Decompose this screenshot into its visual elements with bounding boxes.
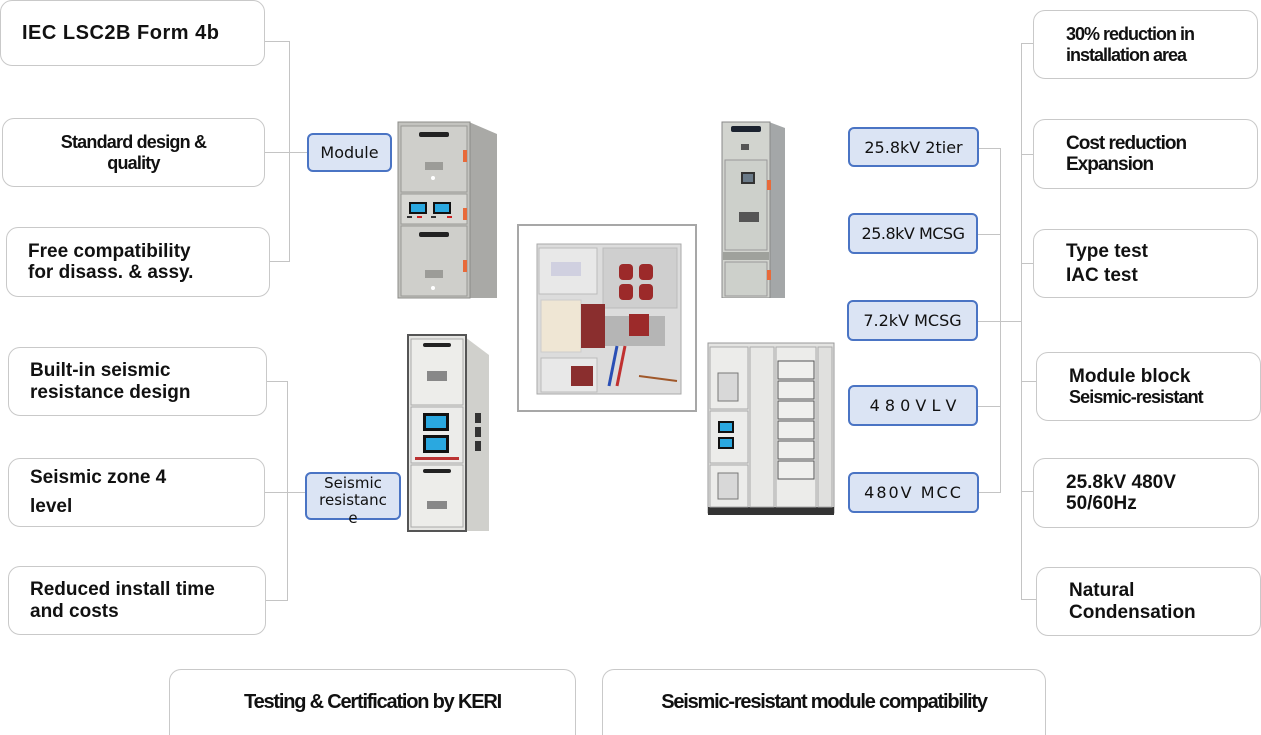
connector-line [1021, 263, 1034, 264]
feature-text: Condensation [1069, 601, 1196, 623]
connector-line [1021, 43, 1034, 44]
connector-line [266, 600, 288, 601]
connector-line [270, 261, 290, 262]
feature-text: Natural [1069, 580, 1135, 602]
product-tag-25-8kv-2tier: 25.8kV 2tier [848, 127, 979, 167]
connector-line [267, 381, 288, 382]
product-label: 25.8kV MCSG [861, 224, 965, 243]
product-tag-7-2kv-mcsg: 7.2kV MCSG [847, 300, 978, 341]
connector-line [287, 381, 288, 601]
connector-line [1021, 599, 1037, 600]
connector-line [1000, 148, 1001, 493]
feature-text: Standard design & [60, 132, 207, 153]
category-label-line: resistanc [319, 491, 387, 510]
feature-box-natural-condensation: Natural Condensation [1036, 567, 1261, 636]
feature-box-seismic-zone: Seismic zone 4 level [8, 458, 265, 527]
product-tag-25-8kv-mcsg: 25.8kV MCSG [848, 213, 978, 254]
feature-text: Expansion [1066, 154, 1154, 175]
feature-text: resistance design [30, 381, 191, 403]
feature-text: Built-in seismic [30, 360, 171, 382]
feature-box-standard-design: Standard design & quality [2, 118, 265, 187]
bottom-label-text: Testing & Certification by KERI [244, 691, 502, 714]
feature-box-type-test: Type test IAC test [1033, 229, 1258, 298]
mcsg-panel-image [721, 120, 787, 298]
feature-text: Seismic zone 4 [30, 467, 167, 488]
seismic-switchgear-image [405, 333, 491, 533]
feature-text: IAC test [1066, 264, 1138, 286]
feature-box-built-in-seismic: Built-in seismic resistance design [8, 347, 267, 416]
feature-text: Free compatibility [28, 240, 191, 262]
connector-line [978, 234, 1000, 235]
connector-line [289, 41, 290, 262]
feature-box-installation-area: 30% reduction in installation area [1033, 10, 1258, 79]
feature-text: 50/60Hz [1066, 493, 1137, 514]
connector-line [979, 492, 1000, 493]
feature-box-voltage-frequency: 25.8kV 480V 50/60Hz [1033, 458, 1259, 528]
feature-text: and costs [30, 600, 119, 622]
module-switchgear-image [397, 120, 499, 300]
feature-box-cost-reduction: Cost reduction Expansion [1033, 119, 1258, 189]
feature-box-module-block: Module block Seismic-resistant [1036, 352, 1261, 421]
product-tag-480v-mcc: 480V MCC [848, 472, 979, 513]
feature-text: IEC LSC2B Form 4b [22, 21, 220, 44]
connector-line [979, 148, 1000, 149]
product-tag-480v-lv: 4 8 0 V L V [848, 385, 978, 426]
mcc-panel-image [706, 337, 836, 517]
connector-line [1021, 381, 1037, 382]
feature-text: Cost reduction [1066, 132, 1187, 154]
bottom-label-seismic-compatibility: Seismic-resistant module compatibility [602, 669, 1046, 735]
feature-text: Seismic-resistant [1069, 387, 1204, 408]
product-label: 4 8 0 V L V [869, 396, 957, 415]
switchgear-cutaway-image [517, 224, 697, 412]
category-label-line: e [348, 508, 358, 527]
feature-text: 25.8kV 480V [1066, 471, 1176, 493]
feature-box-reduced-install: Reduced install time and costs [8, 566, 266, 635]
connector-line [265, 152, 308, 153]
bottom-label-text: Seismic-resistant module compatibility [661, 691, 988, 714]
category-tag-module: Module [307, 133, 392, 172]
connector-line [265, 41, 290, 42]
product-label: 480V MCC [864, 483, 963, 502]
connector-line [1021, 491, 1034, 492]
connector-line [978, 406, 1000, 407]
feature-text: level [30, 495, 73, 517]
category-label-line: Seismic [324, 474, 382, 493]
category-label: Module [320, 143, 379, 162]
feature-text: Reduced install time [30, 579, 215, 601]
feature-text: Module block [1069, 365, 1191, 387]
bottom-label-keri-certification: Testing & Certification by KERI [169, 669, 576, 735]
feature-box-iec-lsc2b: IEC LSC2B Form 4b [0, 0, 265, 66]
feature-text: installation area [1066, 44, 1187, 65]
connector-line [1021, 154, 1034, 155]
feature-text: 30% reduction in [1066, 24, 1195, 45]
product-label: 25.8kV 2tier [864, 137, 963, 157]
feature-box-free-compatibility: Free compatibility for disass. & assy. [6, 227, 270, 297]
feature-text: Type test [1066, 240, 1149, 262]
product-label: 7.2kV MCSG [863, 311, 962, 330]
connector-line [1021, 43, 1022, 600]
feature-text: quality [107, 152, 160, 173]
category-tag-seismic-resistance: Seismic resistanc e [305, 472, 401, 526]
connector-line [265, 492, 306, 493]
feature-text: for disass. & assy. [28, 262, 194, 283]
